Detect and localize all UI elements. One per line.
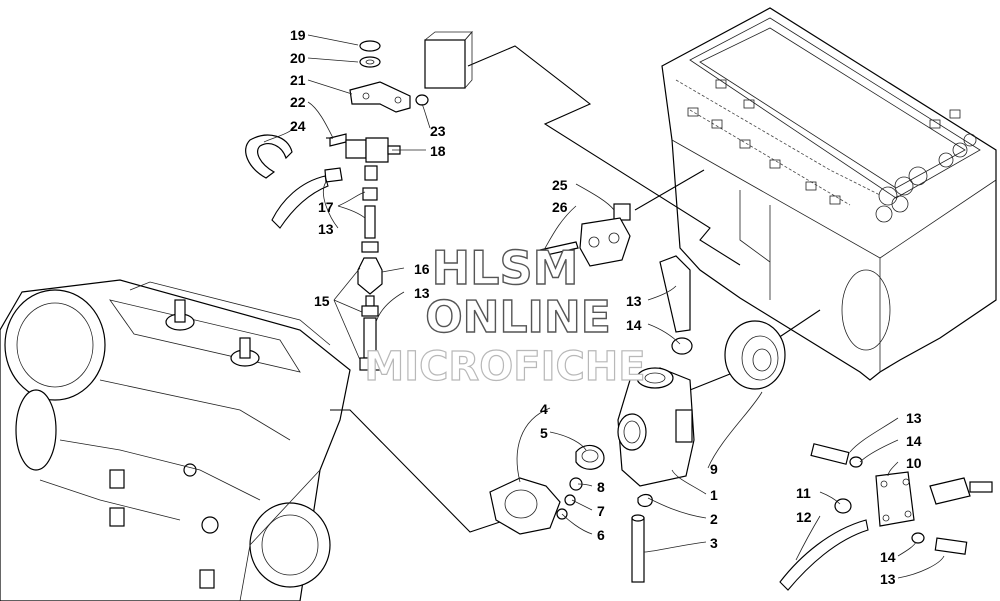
callout-16: 16: [414, 261, 430, 277]
callout-13-lower: 13: [880, 571, 896, 587]
callout-24: 24: [290, 118, 306, 134]
watermark-line-2: ONLINE: [425, 292, 611, 343]
callout-13-filter: 13: [414, 285, 430, 301]
callout-18: 18: [430, 143, 446, 159]
callout-14-lower: 14: [880, 549, 896, 565]
callout-11: 11: [796, 485, 811, 501]
callout-26: 26: [552, 199, 568, 215]
callout-22: 22: [290, 94, 306, 110]
callout-15: 15: [314, 293, 330, 309]
fuel-valve-assembly: [245, 30, 473, 371]
callout-leaders: [263, 34, 945, 579]
watermark: HLSM ONLINE MICROFICHE: [364, 240, 646, 390]
callout-19: 19: [290, 27, 306, 43]
check-valve-assembly: [539, 203, 631, 267]
callout-23: 23: [430, 123, 446, 139]
callout-7: 7: [597, 503, 605, 519]
callout-25: 25: [552, 177, 568, 193]
callout-17: 17: [318, 199, 334, 215]
callout-5: 5: [540, 425, 548, 441]
callout-1: 1: [710, 487, 718, 503]
callout-10: 10: [906, 455, 922, 471]
callout-labels: 19 20 21 22 24 23 18 17 13 16 13 15 25 2…: [290, 27, 922, 587]
watermark-line-1: HLSM: [432, 241, 579, 295]
callout-13-upper: 13: [318, 221, 334, 237]
callout-20: 20: [290, 50, 306, 66]
airbox-assembly: [661, 7, 997, 381]
engine-block: [0, 279, 351, 601]
callout-13-pump: 13: [906, 410, 922, 426]
callout-14-pump: 14: [906, 433, 922, 449]
callout-13-carb: 13: [626, 293, 642, 309]
fuel-pump-assembly: [779, 443, 993, 591]
watermark-line-3: MICROFICHE: [364, 344, 645, 390]
callout-6: 6: [597, 527, 605, 543]
callout-3: 3: [710, 535, 718, 551]
callout-14-carb: 14: [626, 317, 642, 333]
callout-2: 2: [710, 511, 718, 527]
callout-8: 8: [597, 479, 605, 495]
callout-12: 12: [796, 509, 812, 525]
callout-4: 4: [540, 401, 548, 417]
carburetor-assembly: [489, 255, 786, 583]
callout-9: 9: [710, 461, 718, 477]
callout-21: 21: [290, 72, 306, 88]
